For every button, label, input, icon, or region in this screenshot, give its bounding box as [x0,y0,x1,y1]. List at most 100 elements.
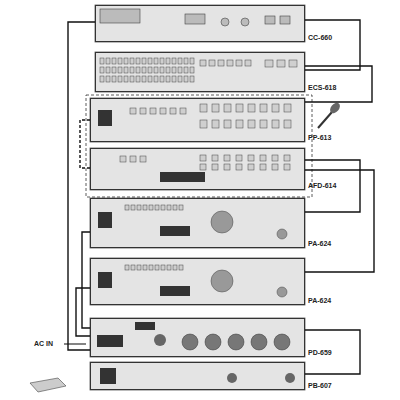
power-distributor-details [97,322,166,347]
jack [236,104,243,112]
rack-unit: CC-660 [95,5,305,42]
jack [143,265,147,270]
jack [272,164,278,170]
jack [284,120,291,128]
jack [124,76,128,82]
jack [200,155,206,161]
jack [200,120,207,128]
model-label: PA-624 [308,297,331,305]
jack [130,67,134,73]
model-label: PB-607 [308,382,332,390]
jack [131,265,135,270]
jack [289,60,297,67]
ac-outlet [228,334,244,350]
unit-panel [90,318,305,357]
jack [172,76,176,82]
cable [80,120,90,168]
jack [124,58,128,64]
jack [112,58,116,64]
jack [184,67,188,73]
cable [305,330,360,374]
jack [245,60,251,66]
jack [248,104,255,112]
jack [154,67,158,73]
cable [76,288,90,336]
jack [248,164,254,170]
jack [227,60,233,66]
power-label: AC IN [34,340,53,348]
model-label: CC-660 [308,34,332,42]
unit-panel [90,98,305,142]
jack [130,76,134,82]
jack [265,60,273,67]
jack [155,265,159,270]
jack [218,60,224,66]
jack [100,58,104,64]
jack [180,108,186,114]
jack [212,104,219,112]
jack [190,76,194,82]
jack [112,76,116,82]
rack-unit: PD-659 [90,318,305,357]
jack [224,120,231,128]
jack [260,104,267,112]
jack [106,67,110,73]
model-label: PA-624 [308,240,331,248]
jack [124,67,128,73]
jack [170,108,176,114]
jack [178,58,182,64]
jack [100,76,104,82]
jack [140,108,146,114]
jack [248,120,255,128]
unit-panel [95,52,305,92]
jack [167,265,171,270]
jack [209,60,215,66]
jack [160,76,164,82]
jack [172,58,176,64]
unit-panel [90,148,305,190]
jack [272,155,278,161]
jack [130,156,136,162]
jack [173,205,177,210]
rack-unit: PB-607 [90,362,305,390]
jack [272,104,279,112]
model-label: PP-613 [308,134,331,142]
jack [200,164,206,170]
jack [136,58,140,64]
jack [212,120,219,128]
jack [118,58,122,64]
jack [260,155,266,161]
jack [224,155,230,161]
jack [284,155,290,161]
microphone-icon [318,101,342,128]
fan-grille [211,270,233,292]
jack [184,76,188,82]
rack-unit: PP-613 [90,98,305,142]
jack [143,205,147,210]
fan-grille [211,211,233,233]
jack [166,76,170,82]
jack [184,58,188,64]
jack [137,265,141,270]
jack [100,67,104,73]
cable [305,66,372,102]
jack [167,205,171,210]
jack [106,76,110,82]
jack [224,164,230,170]
jack [136,67,140,73]
xlr-jack [277,287,287,297]
jack [260,164,266,170]
jack [236,120,243,128]
jack [148,58,152,64]
jack [178,76,182,82]
jack [161,205,165,210]
cable [82,232,90,328]
jack [260,120,267,128]
power-box-details [100,368,295,384]
jack [277,60,285,67]
ac-outlet [274,334,290,350]
model-label: ECS-618 [308,84,336,92]
rj45-port [280,16,290,24]
jack [118,67,122,73]
jack [178,67,182,73]
